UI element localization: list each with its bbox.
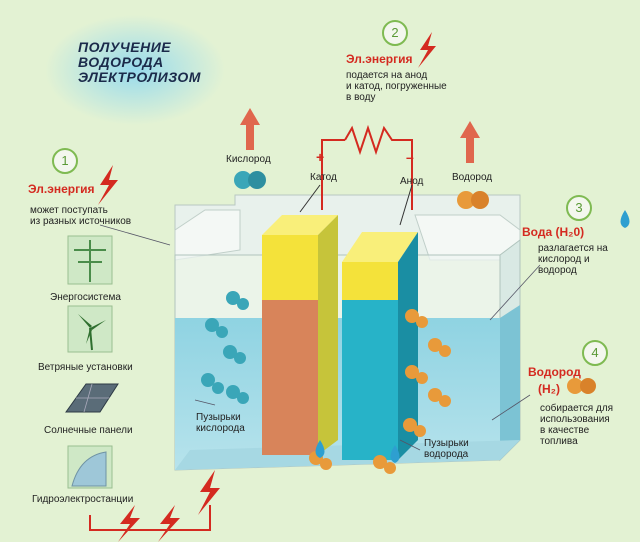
oxygen-label: Кислород: [226, 154, 271, 165]
hydrogen-label: Водород: [452, 172, 493, 183]
cathode-top: [262, 235, 318, 300]
step-2-text: подается на анод и катод, погруженные в …: [346, 70, 447, 103]
step-4-line: использования: [540, 414, 610, 425]
source-label-hydro: Гидроэлектростанции: [32, 494, 134, 505]
title-line-3: ЭЛЕКТРОЛИЗОМ: [78, 69, 201, 85]
step-4-line: в качестве: [540, 425, 590, 436]
step-4-line: собирается для: [540, 403, 614, 414]
callout-line: [99, 224, 171, 246]
solar-panel-icon: [65, 383, 119, 413]
step-1-number: 1: [52, 148, 78, 174]
oxygen-bubbles-label: Пузырьки кислорода: [196, 412, 245, 434]
callout-line: [489, 264, 541, 321]
oxygen-molecule-icon: [234, 171, 252, 189]
step-4-formula: (H₂): [538, 382, 560, 396]
cathode-pointer: [299, 184, 321, 213]
source-label-grid: Энергосистема: [50, 292, 121, 303]
oxygen-bubbles-line: Пузырьки: [196, 412, 241, 423]
water-side: [500, 305, 520, 460]
cathode-label: Катод: [310, 172, 337, 183]
source-label-wind: Ветряные установки: [38, 362, 133, 373]
step-3-number: 3: [566, 195, 592, 221]
cathode-side: [318, 215, 338, 455]
wind-turbine-icon: [67, 305, 113, 353]
step-4-text: собирается для использования в качестве …: [540, 403, 613, 447]
hydrogen-bubbles-line: водорода: [424, 449, 469, 460]
cathode-bottom: [262, 300, 318, 455]
hydrogen-bubbles-label: Пузырьки водорода: [424, 438, 469, 460]
step-3-title: Вода (H₂0): [522, 225, 585, 239]
title-line-2: ВОДОРОДА: [78, 54, 164, 70]
lightning-bolt-icon: [418, 32, 436, 68]
callout-line: [399, 439, 421, 451]
lightning-bolt-icon: [118, 505, 140, 542]
step-3-text: разлагается на кислород и водород: [538, 243, 608, 276]
step-4-line: топлива: [540, 436, 578, 447]
step-1-line: из разных источников: [30, 216, 132, 227]
oxygen-bubbles: [201, 291, 249, 404]
power-grid-icon: [67, 235, 113, 285]
hydrogen-molecule-icon: [471, 191, 489, 209]
step-2-line: в воду: [346, 92, 376, 103]
water-drop-icon: [620, 210, 630, 228]
step-4-title: Водород: [528, 365, 581, 379]
hydrogen-molecule-icon: [567, 378, 596, 394]
anode-cap: [342, 232, 418, 262]
page-title: ПОЛУЧЕНИЕ ВОДОРОДА ЭЛЕКТРОЛИЗОМ: [78, 40, 201, 85]
arrow-up-icon: [240, 108, 260, 150]
step-3-line: водород: [538, 265, 577, 276]
callout-line: [491, 394, 531, 421]
step-3-line: кислород и: [538, 254, 590, 265]
hydrogen-bubbles: [309, 309, 451, 474]
anode-label: Анод: [400, 176, 424, 187]
lightning-bolt-icon: [158, 505, 180, 542]
oxygen-bubbles-line: кислорода: [196, 423, 245, 434]
step-4-number: 4: [582, 340, 608, 366]
wire-left: [321, 139, 345, 210]
minus-sign: –: [406, 149, 414, 165]
lightning-bolt-icon: [98, 165, 118, 205]
hydro-plant-icon: [67, 445, 113, 489]
step-1-line: может поступать: [30, 205, 108, 216]
power-line: [89, 505, 211, 531]
hydrogen-molecule-icon: [457, 191, 475, 209]
lightning-bolt-icon: [198, 470, 220, 515]
anode-side: [398, 232, 418, 460]
oxygen-molecule-icon: [248, 171, 266, 189]
step-3-line: разлагается на: [538, 243, 608, 254]
anode-top: [342, 262, 398, 300]
step-1-title: Эл.энергия: [28, 182, 95, 196]
plus-sign: +: [316, 149, 325, 165]
resistor: [344, 124, 413, 210]
anode-pointer: [399, 184, 413, 226]
cathode-cap: [262, 215, 338, 235]
source-label-solar: Солнечные панели: [44, 425, 133, 436]
title-line-1: ПОЛУЧЕНИЕ: [78, 39, 172, 55]
step-2-number: 2: [382, 20, 408, 46]
step-2-line: и катод, погруженные: [346, 81, 447, 92]
step-1-text: может поступать из разных источников: [30, 205, 131, 227]
anode-bottom: [342, 300, 398, 460]
water-drop-icon: [315, 440, 325, 458]
arrow-up-icon: [460, 121, 480, 163]
step-2-line: подается на анод: [346, 70, 428, 81]
hydrogen-bubbles-line: Пузырьки: [424, 438, 469, 449]
title-blob: [45, 15, 225, 125]
water-drop-icon: [390, 445, 400, 463]
callout-line: [194, 399, 216, 406]
step-2-title: Эл.энергия: [346, 52, 413, 66]
